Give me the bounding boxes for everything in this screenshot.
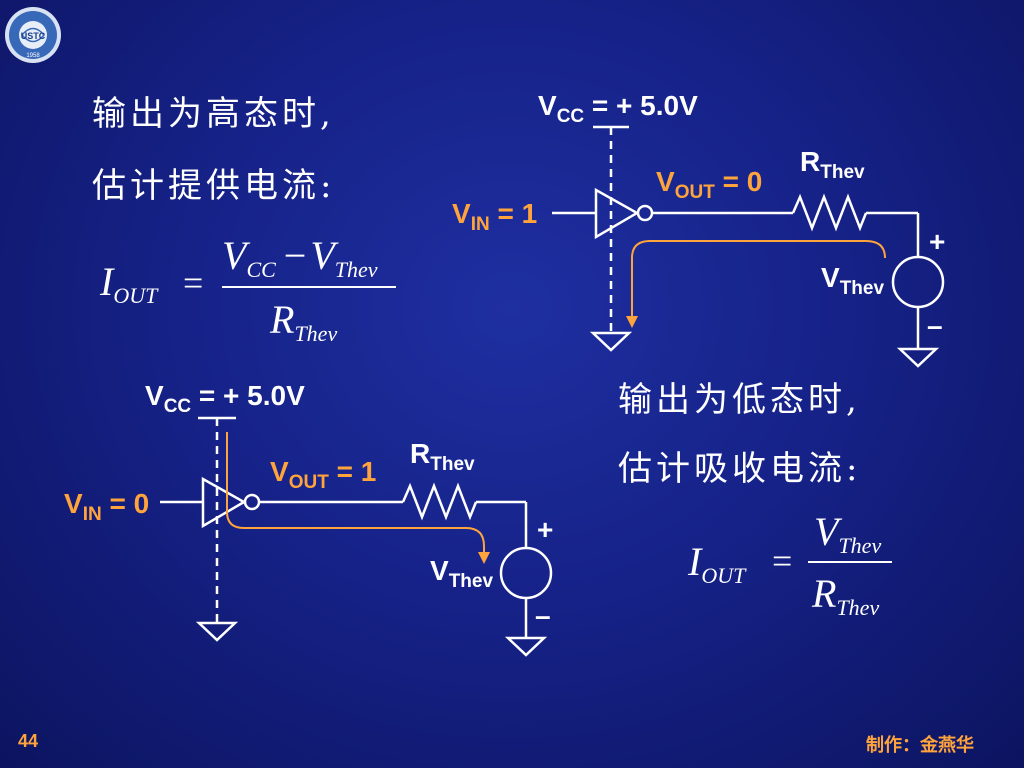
svg-text:1958: 1958 <box>26 53 40 59</box>
top-ground-left <box>589 331 633 352</box>
author-credit: 制作：金燕华 <box>866 735 974 755</box>
formula-low-lhs: IOUT <box>688 539 746 588</box>
top-inverter <box>594 187 640 240</box>
bottom-vout-label: VOUT = 1 <box>270 456 377 493</box>
formula-high-lhs: IOUT <box>100 259 158 308</box>
bottom-vcc-label: VCC = + 5.0V <box>145 380 305 417</box>
top-rthev-label: RThev <box>800 146 865 183</box>
formula-low-numerator: VThev <box>814 509 882 558</box>
bottom-vthev-label: VThev <box>430 555 494 592</box>
low-state-line1: 输出为低态时, <box>618 380 861 420</box>
bottom-vin-label: VIN = 0 <box>64 488 150 525</box>
formula-low-equals: = <box>772 541 793 581</box>
bottom-inverter-bubble <box>243 493 261 511</box>
bottom-inverter <box>201 476 247 529</box>
formula-high-denominator: RThev <box>270 297 338 346</box>
formula-high-numerator: VCC−VThev <box>222 233 378 282</box>
circuit-bottom <box>160 416 553 657</box>
top-vthev-label: VThev <box>821 262 885 299</box>
bottom-voltage-source <box>499 546 553 600</box>
bottom-current-arrow <box>226 432 490 564</box>
top-minus-sign: – <box>927 310 943 341</box>
formula-low-denominator: RThev <box>812 571 880 620</box>
bottom-plus-sign: + <box>537 514 554 545</box>
top-resistor <box>791 193 868 232</box>
top-vout-label: VOUT = 0 <box>656 166 763 203</box>
university-logo-icon: USTC 1958 <box>5 7 61 63</box>
low-state-line2: 估计吸收电流: <box>618 449 862 489</box>
bottom-rthev-label: RThev <box>410 438 475 475</box>
bottom-ground-right <box>504 636 548 657</box>
top-ground-right <box>896 347 940 368</box>
formula-low-fraction-bar <box>808 561 892 563</box>
page-number: 44 <box>18 731 39 751</box>
bottom-minus-sign: – <box>535 600 551 631</box>
svg-text:USTC: USTC <box>21 31 46 41</box>
bottom-resistor <box>401 482 478 521</box>
high-state-line1: 输出为高态时, <box>92 94 335 134</box>
circuit-top <box>552 125 945 368</box>
top-plus-sign: + <box>929 226 946 257</box>
bottom-ground-left <box>195 621 239 642</box>
formula-high-equals: = <box>183 263 204 303</box>
top-vin-label: VIN = 1 <box>452 198 538 235</box>
formula-high-fraction-bar <box>222 286 396 288</box>
top-current-arrow <box>626 240 886 328</box>
high-state-line2: 估计提供电流: <box>92 166 336 206</box>
top-vcc-label: VCC = + 5.0V <box>538 90 698 127</box>
top-inverter-bubble <box>636 204 654 222</box>
top-voltage-source <box>891 255 945 309</box>
